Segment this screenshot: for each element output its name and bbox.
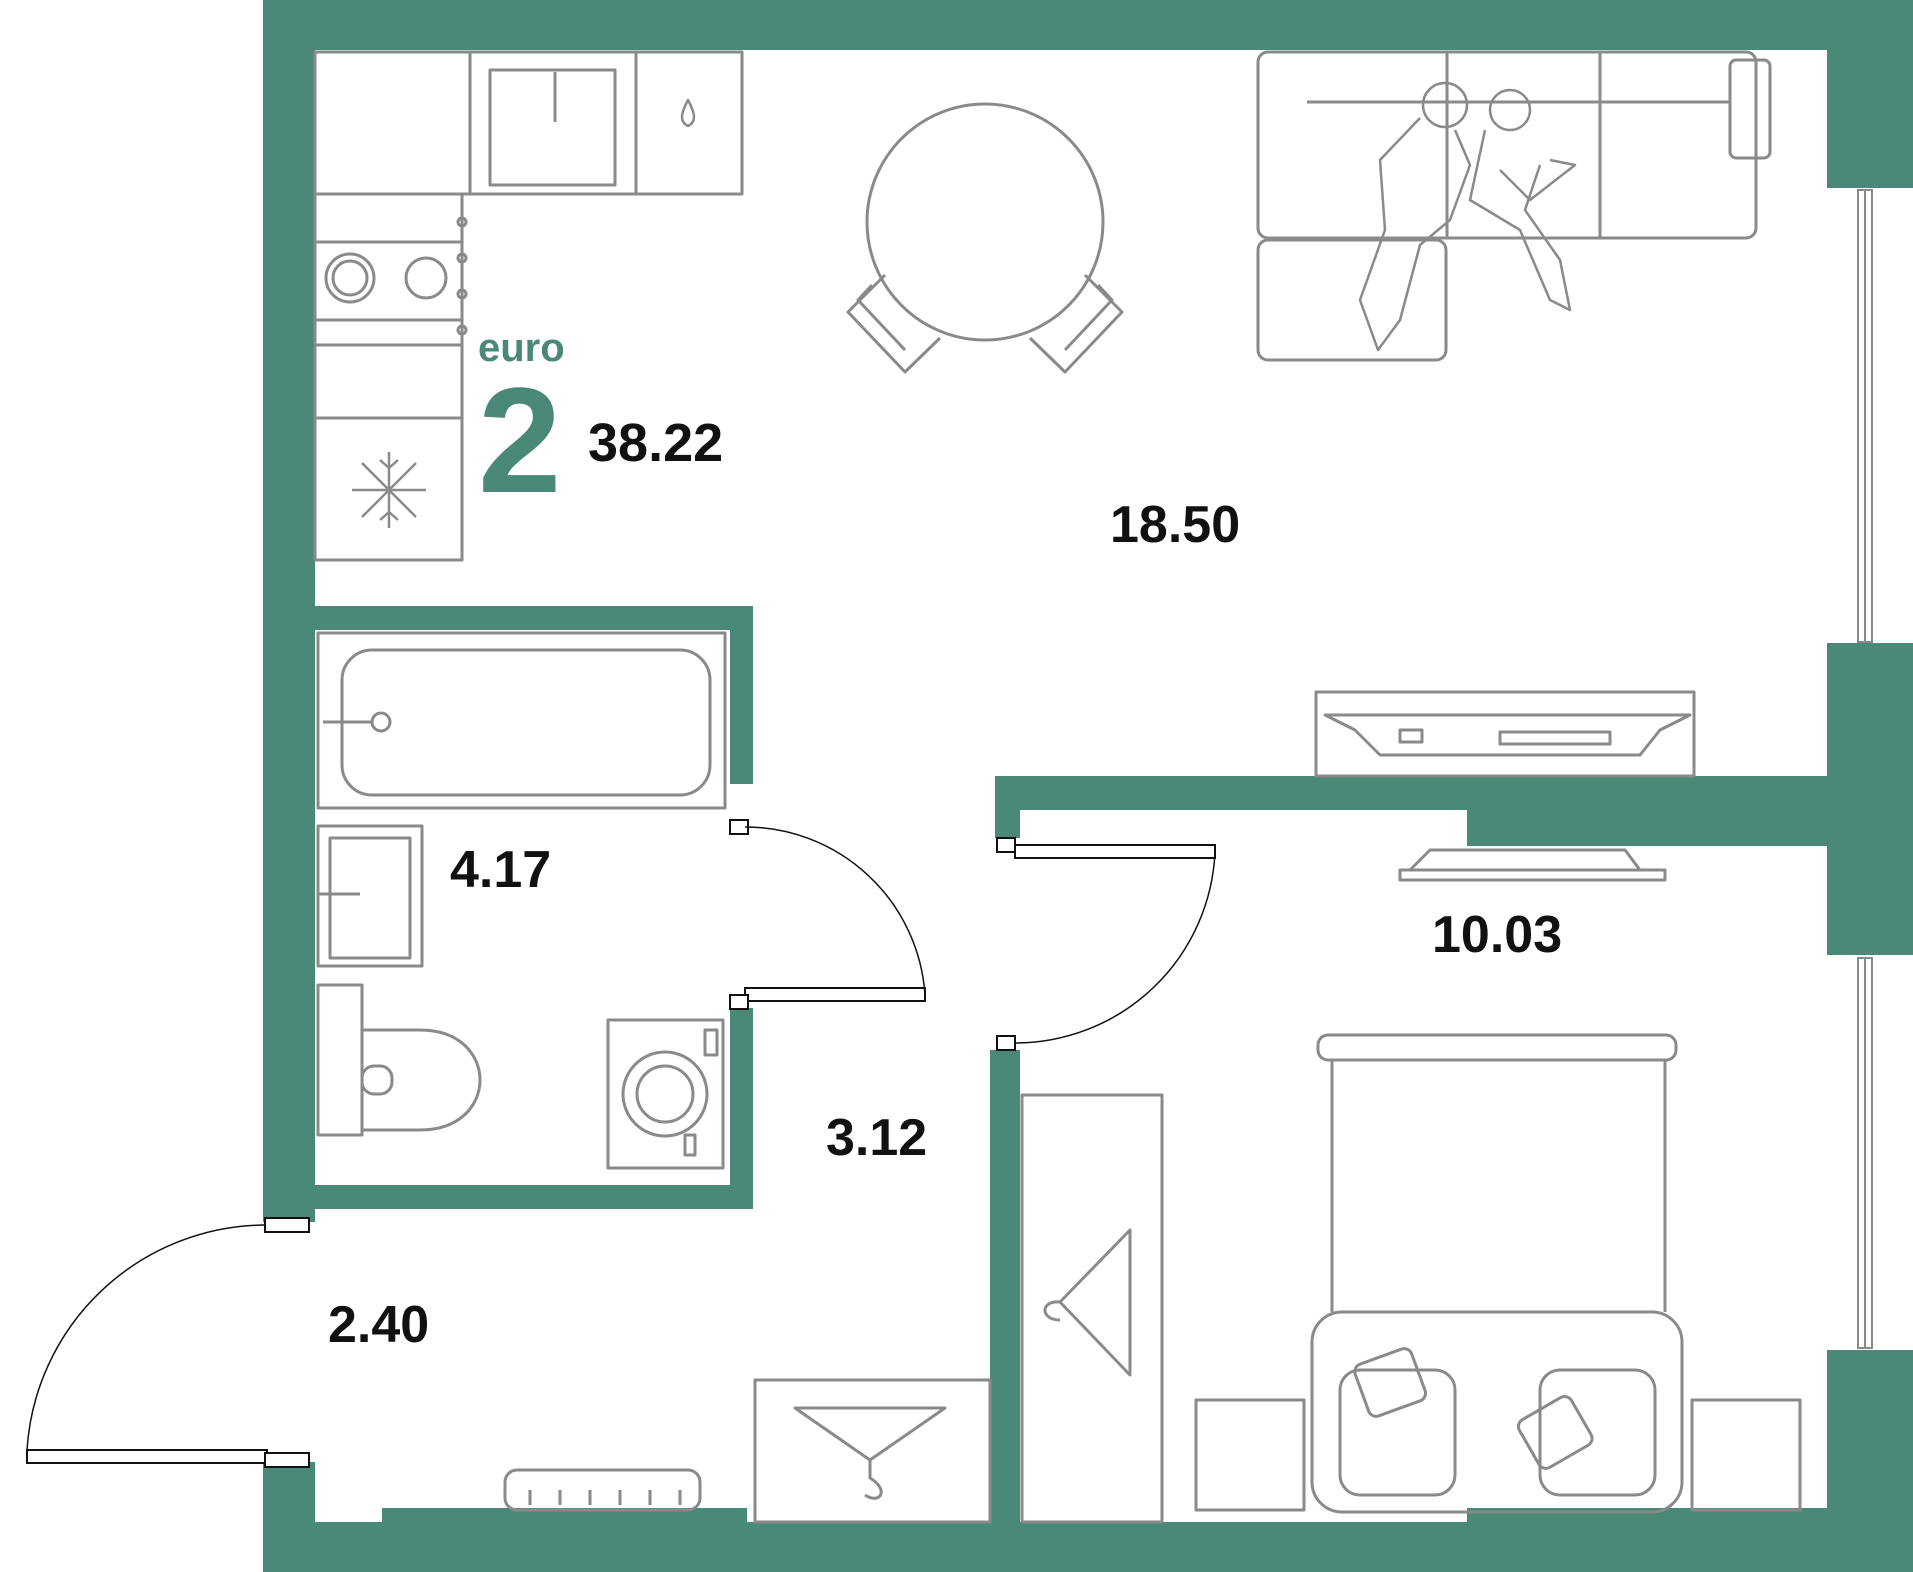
people-icon — [1358, 81, 1577, 352]
washing-machine — [606, 1018, 725, 1170]
apartment-type-label: euro — [478, 326, 565, 370]
living-kitchen-area: 18.50 — [1110, 496, 1241, 554]
hallway-cabinet — [753, 1378, 992, 1524]
entrance-area: 2.40 — [328, 1296, 430, 1354]
bedroom-tv — [1398, 848, 1667, 882]
bathtub — [316, 631, 727, 810]
sink — [316, 824, 424, 968]
bedroom-area: 10.03 — [1432, 906, 1563, 964]
total-area: 38.22 — [588, 413, 724, 473]
room-count: 2 — [478, 356, 562, 524]
nightstands — [1194, 1398, 1802, 1512]
dining-table — [846, 102, 1124, 374]
radiator — [503, 1468, 702, 1512]
bedroom-door-leaf — [1014, 844, 1216, 859]
windows — [1857, 189, 1873, 1349]
bed — [1310, 1033, 1684, 1514]
bathroom-door-leaf — [744, 987, 926, 1002]
walls — [263, 0, 1913, 1572]
entrance-door-leaf — [26, 1449, 268, 1464]
sofa — [1256, 50, 1772, 362]
kitchen-counter — [313, 50, 744, 562]
hallway-area: 3.12 — [826, 1109, 928, 1167]
snowflake-icon — [352, 452, 426, 528]
tv-stand — [1314, 690, 1696, 778]
doors — [26, 819, 1216, 1468]
bathroom-area: 4.17 — [450, 841, 552, 899]
furniture — [313, 50, 1802, 1524]
wardrobe — [1020, 1093, 1164, 1524]
toilet — [316, 983, 482, 1137]
